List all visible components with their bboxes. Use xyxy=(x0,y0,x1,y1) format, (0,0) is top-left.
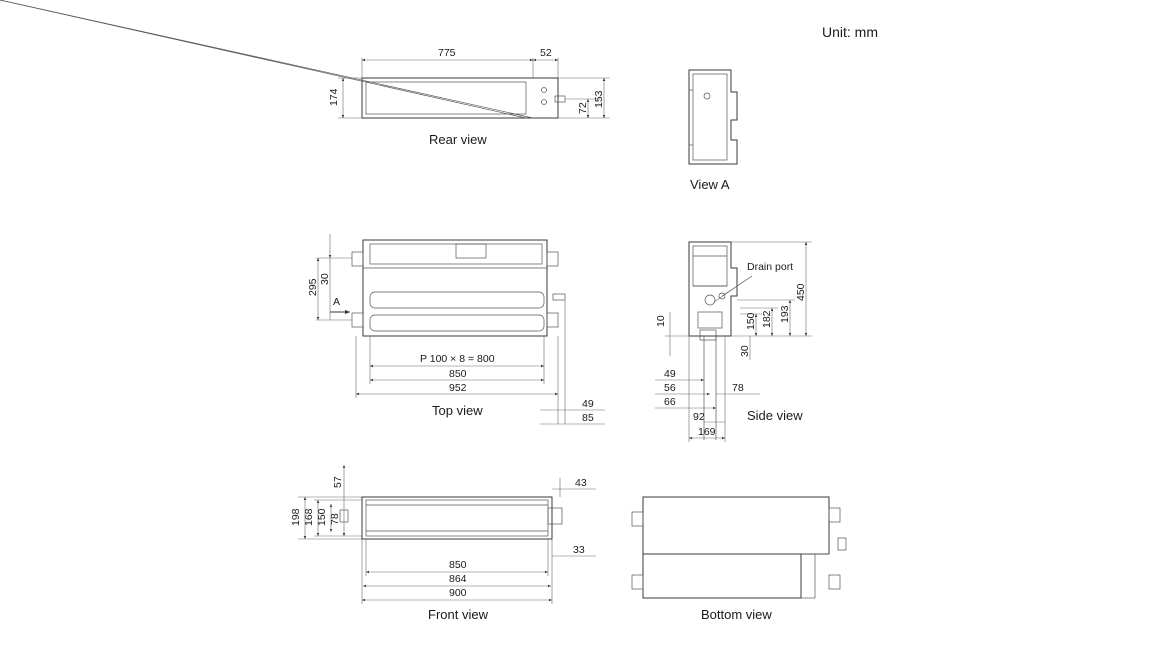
view-a-label: View A xyxy=(690,177,730,192)
top-dim-pitch: P 100 × 8 = 800 xyxy=(420,353,495,365)
top-view: 295 30 A P 100 × 8 = 800 850 952 49 85 T… xyxy=(307,234,605,425)
front-dim-78: 78 xyxy=(329,513,341,525)
side-dim-56: 56 xyxy=(664,382,676,394)
top-view-label: Top view xyxy=(432,403,483,418)
top-dim-49: 49 xyxy=(582,398,594,410)
side-dim-10: 10 xyxy=(655,315,667,327)
side-dim-30: 30 xyxy=(739,345,751,357)
front-dim-850: 850 xyxy=(449,559,467,571)
side-dim-78: 78 xyxy=(732,382,744,394)
top-dim-850: 850 xyxy=(449,368,467,380)
front-dim-864: 864 xyxy=(449,573,467,585)
front-dim-33: 33 xyxy=(573,544,585,556)
front-dim-43: 43 xyxy=(575,477,587,489)
front-dim-150: 150 xyxy=(316,508,328,526)
side-dim-92: 92 xyxy=(693,411,705,423)
top-dim-85: 85 xyxy=(582,412,594,424)
side-dim-49: 49 xyxy=(664,368,676,380)
side-dim-193: 193 xyxy=(779,305,791,323)
bottom-view: Bottom view xyxy=(631,496,847,622)
rear-view: 775 52 174 72 153 Rear view xyxy=(0,0,610,147)
side-dim-66: 66 xyxy=(664,396,676,408)
view-a: View A xyxy=(688,69,738,192)
side-dim-150: 150 xyxy=(745,312,757,330)
bottom-view-label: Bottom view xyxy=(701,607,772,622)
rear-dim-174: 174 xyxy=(328,88,340,106)
side-dim-450: 450 xyxy=(795,283,807,301)
side-dim-182: 182 xyxy=(761,310,773,328)
side-view: Drain port 450 193 182 150 30 10 49 56 xyxy=(655,241,812,442)
front-dim-198: 198 xyxy=(290,508,302,526)
rear-dim-52: 52 xyxy=(540,47,552,59)
side-dim-169: 169 xyxy=(698,426,716,438)
front-dim-57: 57 xyxy=(332,476,344,488)
unit-label: Unit: mm xyxy=(822,24,878,40)
front-dim-168: 168 xyxy=(303,508,315,526)
rear-dim-775: 775 xyxy=(438,47,456,59)
front-view: 198 168 150 78 57 43 33 850 864 900 Fron… xyxy=(290,465,596,622)
drain-port-label: Drain port xyxy=(747,261,793,273)
top-dim-952: 952 xyxy=(449,382,467,394)
top-dim-30: 30 xyxy=(319,273,331,285)
view-a-arrow-label: A xyxy=(333,296,340,308)
rear-dim-72: 72 xyxy=(577,102,589,114)
front-dim-900: 900 xyxy=(449,587,467,599)
front-view-label: Front view xyxy=(428,607,489,622)
side-view-label: Side view xyxy=(747,408,803,423)
rear-dim-153: 153 xyxy=(593,90,605,108)
top-dim-295: 295 xyxy=(307,278,319,296)
rear-view-label: Rear view xyxy=(429,132,487,147)
